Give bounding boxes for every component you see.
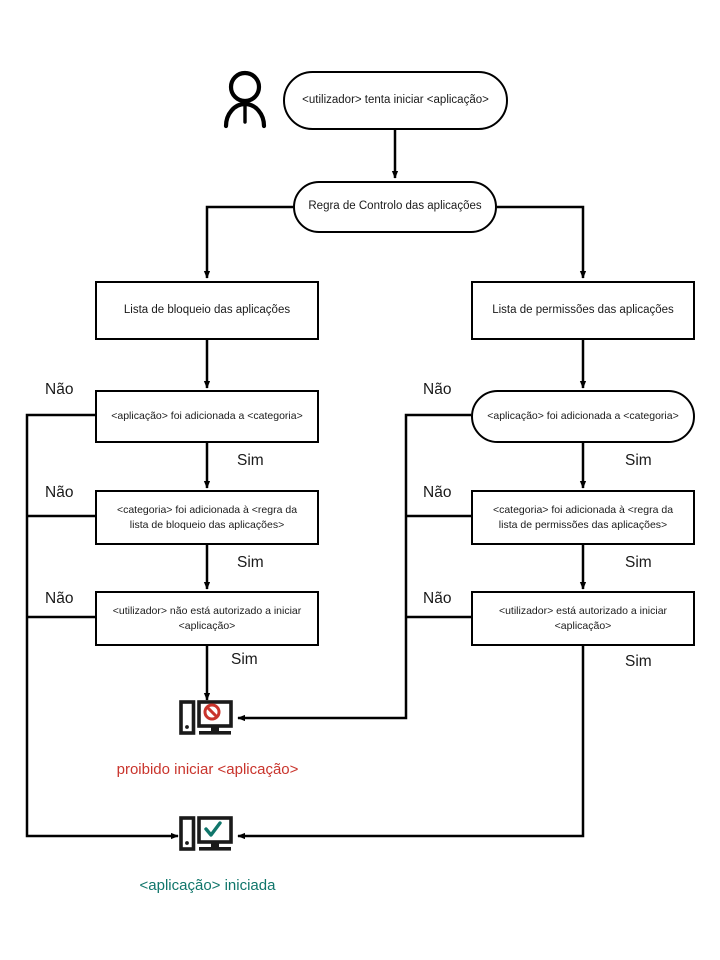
outcome-started-label: <aplicação> iniciada (139, 877, 276, 894)
edge-label-right-sim-3: Sim (625, 653, 652, 670)
edge-rule-to-blocklist (203, 205, 293, 279)
node-allow-category-rule-line2: lista de permissões das aplicações> (498, 518, 668, 531)
node-block-category-rule-line1: <categoria> foi adicionada à <regra da (116, 504, 298, 517)
node-allow-user-authorized-line1: <utilizador> está autorizado a iniciar (498, 605, 668, 618)
node-allow-category-rule-line1: <categoria> foi adicionada à <regra da (492, 504, 674, 517)
edge-label-left-nao-1: Não (45, 381, 74, 398)
node-block-app-category-label: <aplicação> foi adicionada a <categoria> (111, 410, 303, 423)
edge-right-sim-to-started (237, 646, 585, 840)
edge-label-left-nao-2: Não (45, 484, 74, 501)
node-allow-category-rule[interactable]: <categoria> foi adicionada à <regra da l… (471, 490, 695, 545)
node-block-category-rule-line2: lista de bloqueio das aplicações> (129, 518, 285, 531)
node-block-user-authorized-label: <utilizador> não está autorizado a inici… (105, 604, 309, 632)
node-allow-app-category-label: <aplicação> foi adicionada a <categoria> (487, 410, 679, 423)
edge-label-right-nao-2: Não (423, 484, 452, 501)
node-start-label: <utilizador> tenta iniciar <aplicação> (302, 93, 489, 106)
edge-label-left-nao-3: Não (45, 590, 74, 607)
node-start[interactable]: <utilizador> tenta iniciar <aplicação> (283, 71, 508, 130)
node-allow-app-category[interactable]: <aplicação> foi adicionada a <categoria> (471, 390, 695, 443)
edge-label-left-sim-1: Sim (237, 452, 264, 469)
node-allow-user-authorized[interactable]: <utilizador> está autorizado a iniciar <… (471, 591, 695, 646)
edge-label-right-sim-1: Sim (625, 452, 652, 469)
node-block-category-rule[interactable]: <categoria> foi adicionada à <regra da l… (95, 490, 319, 545)
node-block-user-authorized-line1: <utilizador> não está autorizado a inici… (112, 605, 302, 618)
node-block-list-label: Lista de bloqueio das aplicações (123, 303, 291, 316)
monitor-check-icon (179, 816, 233, 851)
node-rule-label: Regra de Controlo das aplicações (308, 200, 482, 213)
node-allow-category-rule-label: <categoria> foi adicionada à <regra da l… (481, 503, 685, 531)
edge-label-right-nao-1: Não (423, 381, 452, 398)
edge-label-left-sim-3: Sim (231, 651, 258, 668)
edge-label-left-sim-2: Sim (237, 554, 264, 571)
edge-rule-to-allowlist (497, 205, 587, 279)
node-rule[interactable]: Regra de Controlo das aplicações (293, 181, 497, 233)
edge-label-right-nao-3: Não (423, 590, 452, 607)
node-block-user-authorized-line2: <aplicação> (178, 619, 236, 632)
node-block-list[interactable]: Lista de bloqueio das aplicações (95, 281, 319, 340)
node-allow-user-authorized-label: <utilizador> está autorizado a iniciar <… (481, 604, 685, 632)
utilizador-actor-icon (223, 70, 267, 129)
edge-right-nao-rail (237, 413, 471, 722)
node-allow-user-authorized-line2: <aplicação> (554, 619, 612, 632)
outcome-blocked-label: proibido iniciar <aplicação> (116, 761, 299, 778)
node-block-user-authorized[interactable]: <utilizador> não está autorizado a inici… (95, 591, 319, 646)
node-allow-list[interactable]: Lista de permissões das aplicações (471, 281, 695, 340)
monitor-blocked-icon (179, 700, 233, 735)
edge-left-nao-rail (25, 413, 179, 840)
node-block-app-category[interactable]: <aplicação> foi adicionada a <categoria> (95, 390, 319, 443)
edge-label-right-sim-2: Sim (625, 554, 652, 571)
node-allow-list-label: Lista de permissões das aplicações (492, 303, 674, 316)
node-block-category-rule-label: <categoria> foi adicionada à <regra da l… (105, 503, 309, 531)
